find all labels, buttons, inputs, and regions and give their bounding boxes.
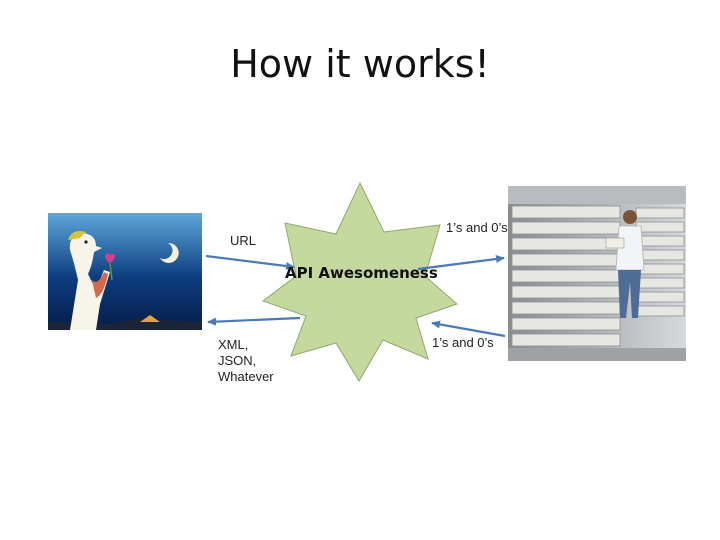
response-format-line: Whatever — [218, 369, 274, 385]
data-storage-photo — [508, 186, 686, 361]
api-star-shape — [263, 183, 457, 381]
response-formats-label: XML, JSON, Whatever — [218, 337, 274, 385]
response-format-line: XML, — [218, 337, 274, 353]
url-request-arrow — [206, 256, 294, 267]
response-format-line: JSON, — [218, 353, 274, 369]
response-arrow — [208, 318, 300, 322]
url-label: URL — [230, 233, 256, 249]
return-bits-label: 1’s and 0’s — [432, 335, 494, 351]
forward-bits-label: 1’s and 0’s — [446, 220, 508, 236]
api-awesomeness-label: API Awesomeness — [285, 264, 438, 282]
client-illustration — [48, 213, 202, 330]
